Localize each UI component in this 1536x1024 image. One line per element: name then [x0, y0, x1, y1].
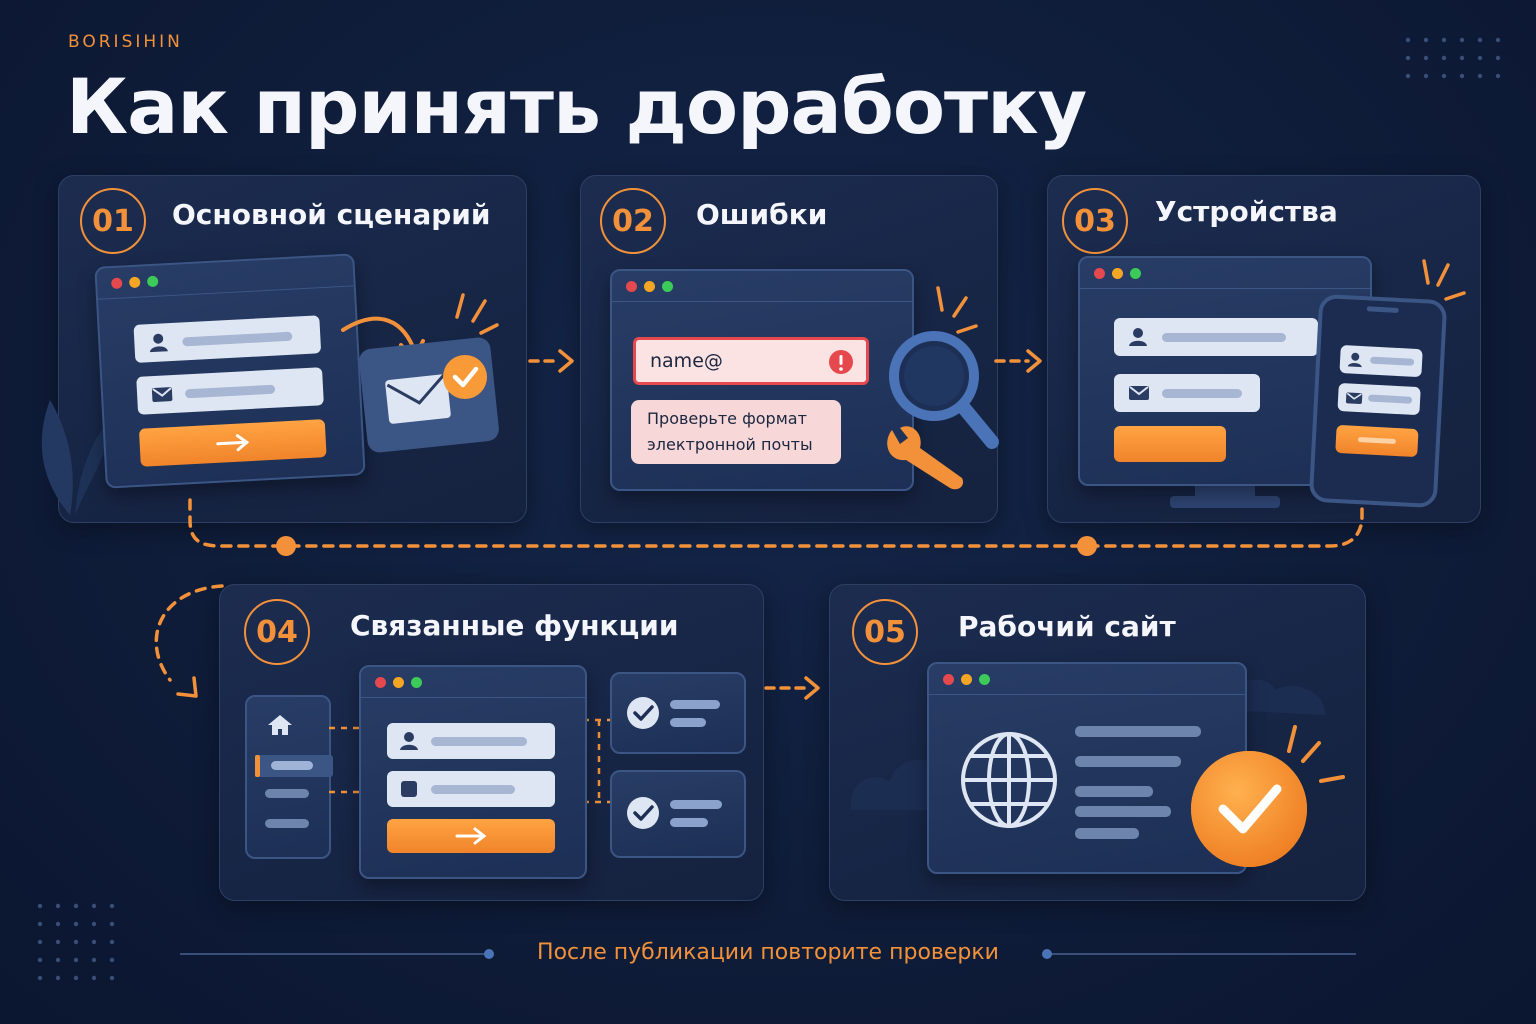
step-number-04: 04	[244, 599, 310, 665]
login-form-window	[94, 253, 366, 489]
submit-button[interactable]	[138, 419, 327, 467]
step-number-03: 03	[1062, 188, 1128, 254]
user-icon	[400, 732, 418, 750]
square-icon	[401, 781, 417, 797]
footer-divider	[180, 949, 1356, 959]
step-number-01: 01	[80, 188, 146, 254]
invalid-email-input[interactable]: name@	[633, 337, 869, 385]
linked-user-field[interactable]	[387, 723, 555, 759]
error-icon	[829, 350, 853, 374]
mobile-phone	[1308, 293, 1448, 509]
sidebar-nav	[245, 695, 333, 859]
invalid-email-value: name@	[650, 350, 723, 372]
step-title-03: Устройства	[1155, 195, 1338, 228]
desktop-submit-button[interactable]	[1114, 426, 1226, 462]
linked-submit-button[interactable]	[387, 819, 555, 853]
mobile-email-field[interactable]	[1337, 382, 1421, 416]
user-icon	[1129, 328, 1147, 346]
sidebar-active-item[interactable]	[255, 755, 333, 777]
email-field[interactable]	[136, 367, 324, 415]
step-number-02: 02	[600, 188, 666, 254]
email-sent-icon	[341, 293, 499, 453]
mail-icon	[1129, 386, 1149, 400]
desktop-user-field[interactable]	[1114, 318, 1318, 356]
check-card-1	[610, 672, 746, 754]
linked-field[interactable]	[387, 771, 555, 807]
mobile-user-field[interactable]	[1339, 344, 1423, 378]
footer-note: После публикации повторите проверки	[537, 940, 999, 965]
tooltip-line-2: электронной почты	[647, 435, 813, 454]
globe-icon	[961, 732, 1057, 828]
dot-grid-bottom-left	[37, 903, 115, 981]
mail-icon	[1345, 392, 1363, 405]
check-circle-icon	[627, 797, 659, 829]
user-field[interactable]	[133, 315, 322, 363]
check-card-2	[610, 770, 746, 858]
desktop-email-field[interactable]	[1114, 374, 1260, 412]
step-title-05: Рабочий сайт	[958, 610, 1176, 643]
arrow-right-icon	[455, 827, 487, 845]
success-check-icon	[1191, 725, 1345, 867]
sidebar-item[interactable]	[265, 789, 309, 798]
arrow-right-icon	[216, 434, 250, 452]
device-spark-icon	[1422, 259, 1466, 301]
step-title-01: Основной сценарий	[172, 198, 491, 231]
sidebar-item[interactable]	[265, 819, 309, 828]
live-site-window	[927, 662, 1247, 874]
user-icon	[1347, 352, 1362, 368]
connector-lines	[329, 718, 611, 804]
brand-label: BORISIHIN	[68, 32, 183, 52]
magnifier-wrench-icon	[887, 286, 999, 490]
page-title: Как принять доработку	[66, 62, 1087, 151]
check-circle-icon	[627, 697, 659, 729]
user-icon	[149, 333, 168, 353]
step-title-02: Ошибки	[696, 198, 828, 231]
step-title-04: Связанные функции	[350, 609, 679, 642]
validation-tooltip: Проверьте формат электронной почты	[631, 400, 841, 464]
tooltip-line-1: Проверьте формат	[647, 409, 807, 428]
linked-form-window	[359, 665, 587, 879]
step-number-05: 05	[852, 599, 918, 665]
mail-icon	[151, 387, 173, 402]
dot-grid-top-right	[1405, 37, 1501, 79]
home-icon	[268, 715, 292, 735]
